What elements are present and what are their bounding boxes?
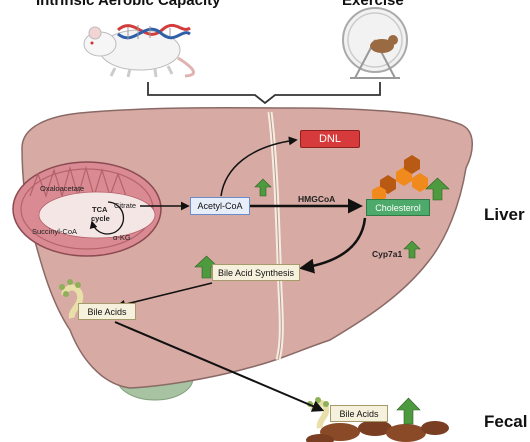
cholesterol-box: Cholesterol <box>366 199 430 216</box>
up-arrow-icon <box>254 178 272 197</box>
dnl-box: DNL <box>300 130 360 148</box>
tca-cycle-arrows <box>89 201 125 235</box>
citrate-label: Citrate <box>114 201 137 210</box>
bile-acid-molecule-icon <box>307 397 330 429</box>
up-arrow-icon <box>396 397 421 425</box>
convergence-bracket <box>147 82 381 105</box>
exercise-header: Exercise <box>342 0 404 9</box>
bile-acids-fecal-box: Bile Acids <box>330 405 388 422</box>
up-arrow-icon <box>194 255 219 279</box>
intrinsic-capacity-header: Intrinsic Aerobic Capacity <box>36 0 221 9</box>
bile-acid-synthesis-box: Bile Acid Synthesis <box>212 264 300 281</box>
up-arrow-icon <box>425 177 450 201</box>
stool-icon <box>306 420 449 442</box>
acetyl-coa-box: Acetyl-CoA <box>190 197 250 215</box>
tca-label: TCA <box>92 205 108 214</box>
cholesterol-hexagons-icon <box>372 155 428 202</box>
rat-wheel-icon <box>342 7 408 79</box>
rat-icon <box>83 26 195 78</box>
fecal-label: Fecal <box>484 412 528 431</box>
mitochondrion-icon <box>12 161 162 257</box>
oxaloacetate-label: Oxaloacetate <box>40 184 85 193</box>
pathway-arrows <box>114 136 367 412</box>
alpha-kg-label: α-KG <box>113 233 131 242</box>
cyp7a1-label: Cyp7a1 <box>372 249 403 259</box>
succinyl-coa-label: Succinyl-CoA <box>32 227 78 236</box>
up-arrow-icon <box>403 240 421 259</box>
liver-label: Liver <box>484 205 525 224</box>
hmgcoa-label: HMGCoA <box>298 194 336 204</box>
dna-icon <box>117 23 191 40</box>
tca-cycle-label: cycle <box>91 214 110 223</box>
bile-acids-liver-box: Bile Acids <box>78 303 136 320</box>
bile-acid-molecule-icon <box>59 279 84 319</box>
